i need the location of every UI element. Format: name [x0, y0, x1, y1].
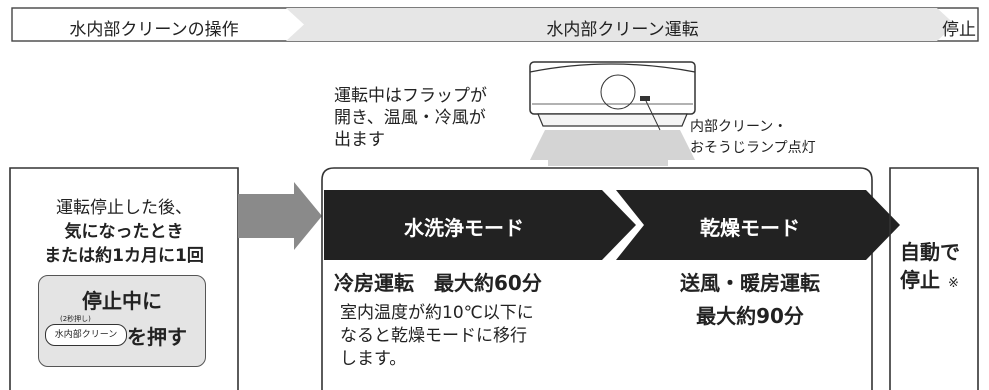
airflow-shape	[548, 132, 668, 166]
wash-note-line: 室内温度が約10℃以下に	[340, 303, 534, 323]
step1-line3: または約1カ月に1回	[44, 246, 204, 266]
auto-stop-text: 自動で 停止 ※	[900, 238, 960, 298]
press-text: を押す	[127, 325, 187, 349]
step1-line2: 気になったとき	[64, 222, 184, 242]
button-hint: (2秒押し)	[60, 315, 91, 323]
auto-stop-line2: 停止	[900, 268, 940, 292]
process-arrows	[324, 190, 900, 260]
arrow-right-icon	[238, 182, 322, 250]
step1-inner-title: 停止中に	[82, 289, 162, 313]
flap-line: 出ます	[334, 130, 385, 150]
internal-clean-button[interactable]: 水内部クリーン	[45, 324, 127, 346]
step1-line1: 運転停止した後、	[56, 198, 192, 218]
header-operation-label: 水内部クリーンの操作	[69, 20, 239, 40]
dry-sub1: 送風・暖房運転	[680, 271, 820, 295]
flap-callout: 運転中はフラップが 開き、温風・冷風が 出ます	[334, 85, 487, 151]
flap-line: 開き、温風・冷風が	[334, 108, 486, 128]
header-stop-label: 停止	[942, 20, 976, 40]
header-bar	[11, 7, 979, 42]
lamp-callout: 内部クリーン・ おそうじランプ点灯	[690, 117, 816, 159]
step1-text: 運転停止した後、 気になったとき または約1カ月に1回	[10, 196, 238, 268]
dry-sub2: 最大約90分	[696, 304, 804, 328]
step1-frame	[9, 167, 239, 390]
header-running-label: 水内部クリーン運転	[546, 20, 699, 40]
wash-mode-title: 水洗浄モード	[404, 216, 524, 240]
lamp-line: おそうじランプ点灯	[690, 140, 816, 156]
center-frame	[321, 167, 873, 390]
step1-instruction-box: 停止中に (2秒押し) 水内部クリーン を押す	[38, 275, 206, 367]
lamp-line: 内部クリーン・	[690, 119, 788, 135]
wash-sub: 冷房運転 最大約60分	[334, 271, 542, 295]
note-mark: ※	[948, 276, 959, 291]
auto-stop-line1: 自動で	[900, 240, 960, 264]
auto-stop-frame	[889, 167, 979, 390]
wash-note-line: します。	[340, 349, 407, 369]
wash-note-line: なると乾燥モードに移行	[340, 326, 527, 346]
dry-mode-title: 乾燥モード	[700, 216, 800, 240]
flap-line: 運転中はフラップが	[334, 86, 487, 106]
wash-note: 室内温度が約10℃以下に なると乾燥モードに移行 します。	[340, 302, 534, 371]
